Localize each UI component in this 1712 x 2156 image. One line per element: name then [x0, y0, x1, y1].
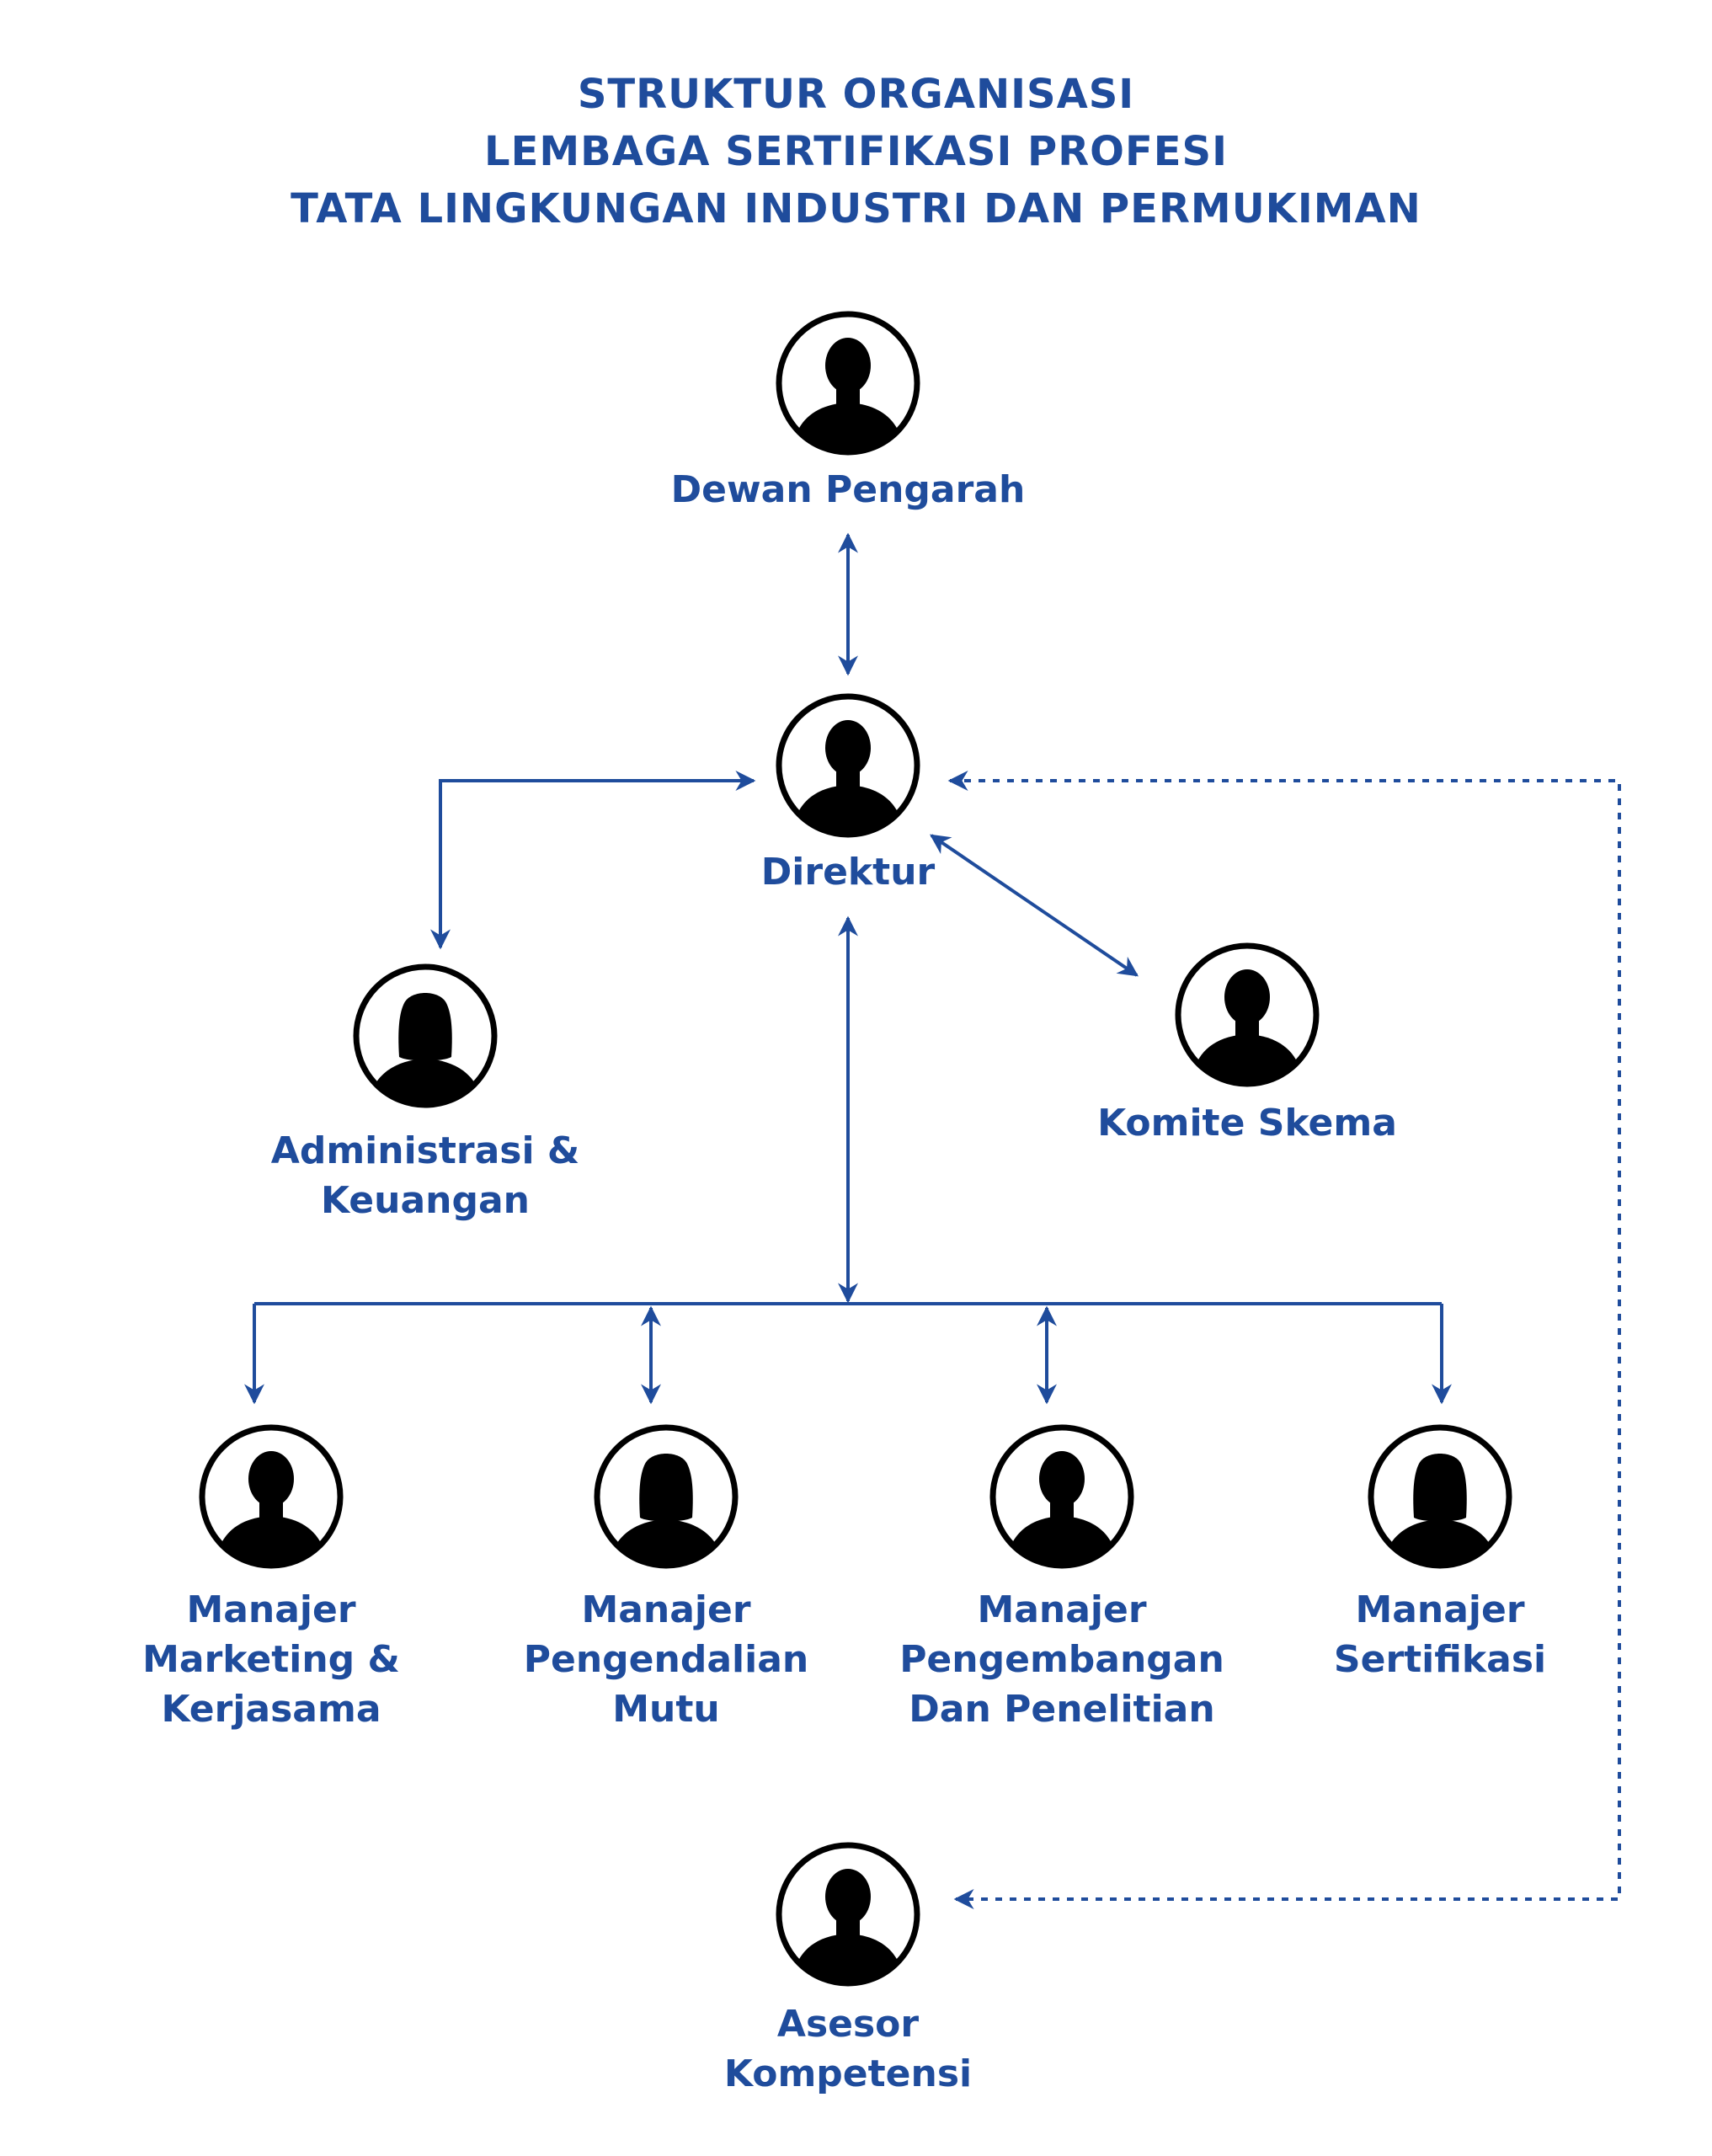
node-direktur: Direktur — [654, 692, 1042, 897]
node-label-line: Pengembangan — [899, 1638, 1224, 1681]
node-label-line: Dewan Pengarah — [670, 468, 1026, 511]
node-label-line: Asesor — [776, 2003, 920, 2046]
node-administrasi-keuangan: Administrasi & Keuangan — [232, 963, 619, 1225]
node-label-line: Marketing & — [142, 1638, 400, 1681]
female-person-icon — [594, 1424, 739, 1569]
node-dewan-pengarah: Dewan Pengarah — [654, 310, 1042, 515]
node-label-line: Administrasi & — [270, 1129, 580, 1172]
node-label-line: Kerjasama — [161, 1688, 381, 1731]
female-person-icon — [353, 963, 498, 1108]
title-line-2: LEMBAGA SERTIFIKASI PROFESI — [484, 128, 1228, 175]
node-label-line: Manajer — [186, 1588, 356, 1631]
chart-title: STRUKTUR ORGANISASI LEMBAGA SERTIFIKASI … — [0, 66, 1712, 237]
node-label-line: Keuangan — [320, 1179, 530, 1222]
node-label: Direktur — [654, 847, 1042, 897]
female-person-icon — [1368, 1424, 1512, 1569]
node-label-line: Kompetensi — [723, 2052, 973, 2095]
node-label: Dewan Pengarah — [654, 465, 1042, 515]
node-label-line: Dan Penelitian — [909, 1688, 1215, 1731]
node-label-line: Pengendalian — [523, 1638, 809, 1681]
node-label-line: Manajer — [977, 1588, 1147, 1631]
connector-direktur-administrasi — [430, 771, 756, 950]
node-label-line: Komite Skema — [1097, 1102, 1397, 1145]
title-line-1: STRUKTUR ORGANISASI — [577, 71, 1135, 118]
node-label: Komite Skema — [1053, 1098, 1441, 1148]
node-label-line: Sertifikasi — [1333, 1638, 1547, 1681]
node-label-line: Mutu — [612, 1688, 720, 1731]
node-label-line: Manajer — [1355, 1588, 1525, 1631]
male-person-icon — [989, 1424, 1134, 1569]
node-label-line: Direktur — [760, 851, 936, 894]
node-label-line: Manajer — [581, 1588, 751, 1631]
male-person-icon — [776, 311, 920, 456]
title-line-3: TATA LINGKUNGAN INDUSTRI DAN PERMUKIMAN — [291, 185, 1421, 232]
male-person-icon — [776, 693, 920, 838]
male-person-icon — [199, 1424, 344, 1569]
node-label: Administrasi & Keuangan — [232, 1126, 619, 1225]
male-person-icon — [1175, 942, 1320, 1087]
node-komite-skema: Komite Skema — [1053, 942, 1441, 1148]
male-person-icon — [776, 1842, 920, 1987]
connector-direktur-asesor-dashed — [947, 771, 1621, 1909]
